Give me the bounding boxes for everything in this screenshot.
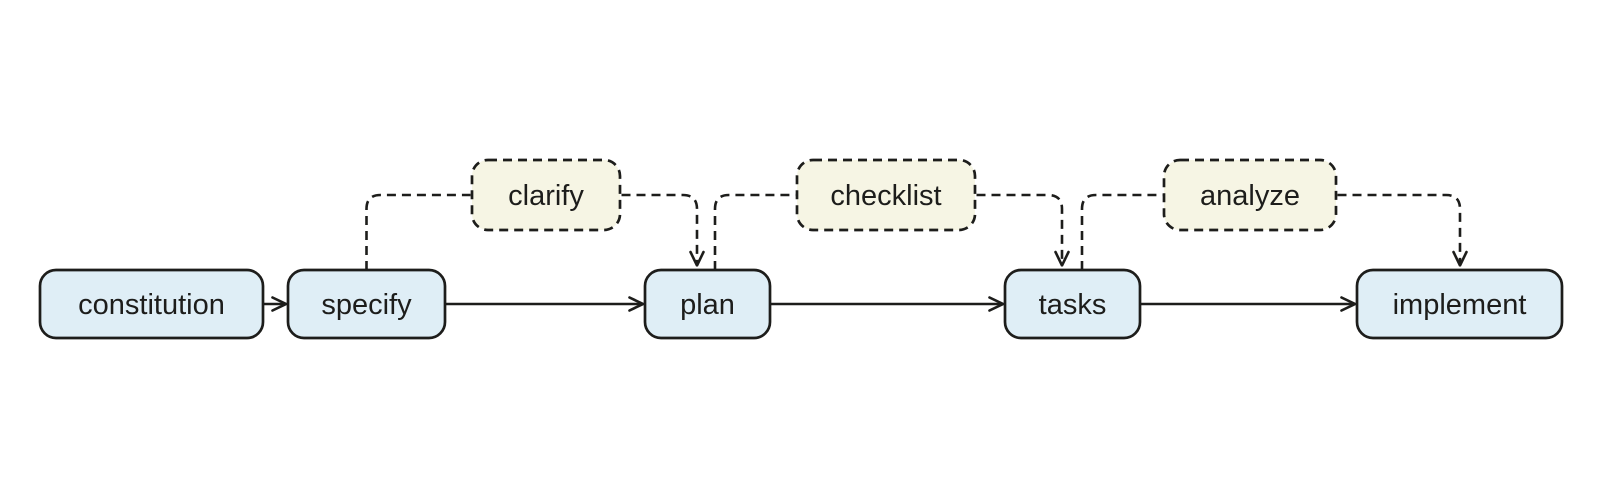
node-implement-label: implement [1393, 289, 1527, 321]
node-tasks-box [1003, 268, 1142, 340]
edge-tasks-to-analyze [1080, 193, 1163, 270]
edge-analyze-to-implement [1337, 193, 1461, 266]
node-checklist: checklist [795, 158, 977, 232]
node-checklist-box [795, 158, 977, 232]
node-specify-label: specify [321, 289, 412, 321]
node-constitution-box [38, 268, 265, 340]
node-implement-box [1355, 268, 1564, 340]
node-specify-box [286, 268, 447, 340]
node-tasks: tasks [1003, 268, 1142, 340]
node-constitution-label: constitution [78, 289, 225, 321]
edge-checklist-to-tasks [976, 193, 1063, 266]
node-analyze-label: analyze [1200, 180, 1300, 212]
node-plan: plan [643, 268, 772, 340]
node-plan-label: plan [680, 289, 735, 321]
node-implement: implement [1355, 268, 1564, 340]
node-tasks-label: tasks [1039, 289, 1107, 321]
node-plan-box [643, 268, 772, 340]
dashed-connectors [365, 193, 1461, 270]
node-analyze-box [1162, 158, 1338, 232]
node-clarify-label: clarify [508, 180, 584, 212]
edge-plan-to-checklist [713, 193, 796, 270]
node-checklist-label: checklist [830, 180, 941, 212]
edge-specify-to-clarify [365, 193, 471, 270]
optional-step-nodes: clarify checklist analyze [470, 158, 1338, 232]
node-clarify-box [470, 158, 622, 232]
edge-clarify-to-plan [621, 193, 698, 266]
node-analyze: analyze [1162, 158, 1338, 232]
main-flow-nodes: constitution specify plan tasks implemen… [38, 268, 1564, 340]
node-clarify: clarify [470, 158, 622, 232]
node-specify: specify [286, 268, 447, 340]
node-constitution: constitution [38, 268, 265, 340]
